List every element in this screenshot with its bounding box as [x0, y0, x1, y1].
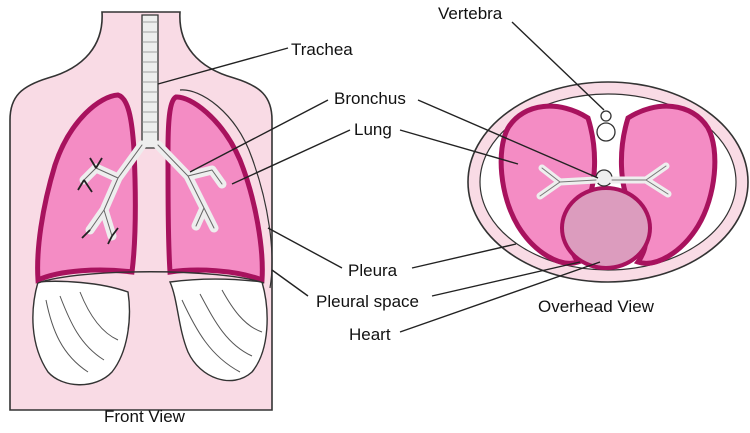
leader-heart	[399, 261, 601, 333]
label-bronchus: Bronchus	[334, 89, 406, 108]
leader-lines	[157, 21, 605, 333]
label-front-view: Front View	[104, 407, 186, 426]
right-rib-region	[168, 278, 268, 382]
heart-shape	[560, 186, 652, 270]
vertebra-shape	[596, 122, 616, 142]
labels: Trachea Bronchus Lung Pleura Pleural spa…	[104, 4, 655, 426]
leader-bronchus-front	[189, 99, 329, 173]
label-lung: Lung	[354, 120, 392, 139]
leader-pleura-front	[267, 227, 343, 269]
leader-bronchus-overhead	[417, 99, 599, 179]
leader-pleural-space-front	[271, 269, 309, 297]
left-rib-region	[32, 280, 131, 386]
label-overhead-view: Overhead View	[538, 297, 655, 316]
overhead-view-figure	[467, 81, 749, 283]
leader-vertebra	[511, 21, 605, 111]
label-pleural-space: Pleural space	[316, 292, 419, 311]
leader-lung-overhead	[399, 129, 519, 165]
label-vertebra: Vertebra	[438, 4, 503, 23]
trachea-tube	[141, 14, 159, 149]
leader-trachea	[157, 47, 289, 85]
pleura-outer-line	[179, 89, 273, 289]
leader-pleura-overhead	[411, 243, 517, 269]
leader-lung-front	[231, 129, 351, 185]
leader-pleural-space-overhead	[431, 261, 581, 297]
front-view-figure	[9, 11, 273, 411]
label-trachea: Trachea	[291, 40, 353, 59]
label-pleura: Pleura	[348, 261, 398, 280]
label-heart: Heart	[349, 325, 391, 344]
